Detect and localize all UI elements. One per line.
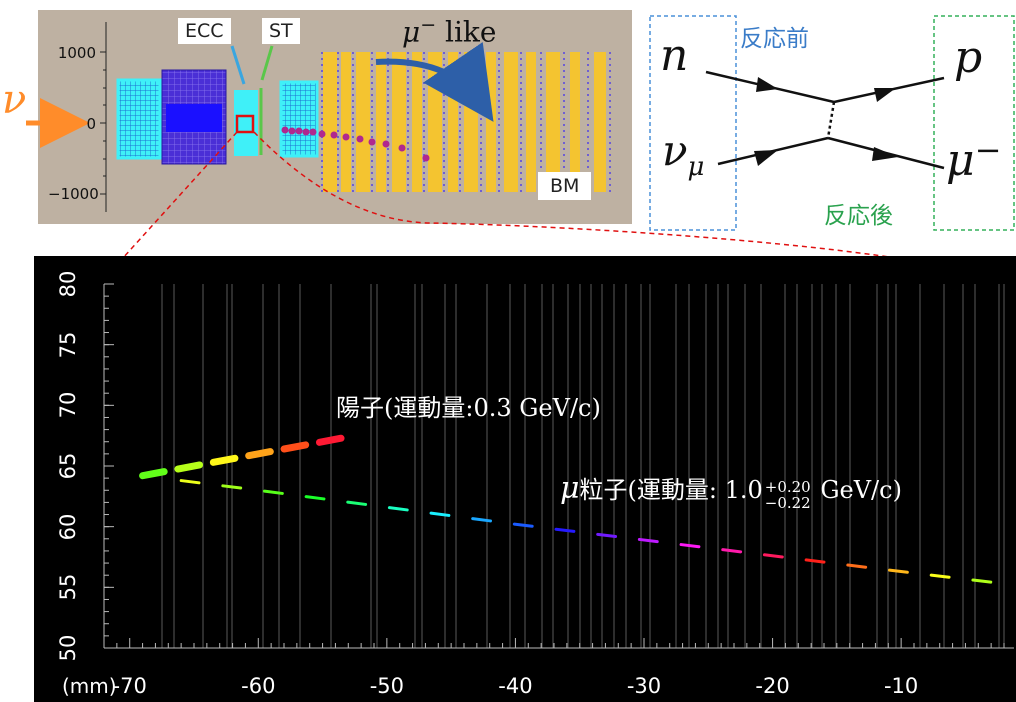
muon-track-segment — [846, 563, 868, 569]
event-y-tick-label: 50 — [56, 634, 80, 662]
neutron-label: n — [660, 30, 689, 81]
muon-symbol: μ — [946, 135, 975, 186]
muon-track-segment — [971, 578, 993, 584]
event-x-tick-label: -20 — [755, 674, 790, 698]
muon-annotation-symbol: μ — [560, 471, 580, 506]
proton-track-segment — [245, 448, 274, 460]
muon-track-segment — [262, 489, 284, 495]
after-label: 反応後 — [824, 203, 893, 229]
detector-y-tick-0: 0 — [86, 115, 96, 133]
proton-label: p — [954, 32, 983, 83]
muon-annotation: μ粒子(運動量: 1.0+0.20−0.22 GeV/c) — [560, 471, 902, 512]
muon-like-label: μ− like — [402, 16, 496, 46]
muon-track-segment — [471, 517, 493, 523]
event-y-tick-label: 70 — [56, 391, 80, 419]
proton-track — [139, 434, 345, 480]
muon-track-segment — [762, 553, 784, 559]
neutrino-flavor: μ — [687, 152, 705, 182]
upstream-module — [116, 78, 162, 160]
event-x-tick-label: -70 — [112, 674, 147, 698]
muon-track-segment — [887, 568, 909, 574]
muon-track-segment — [637, 537, 659, 544]
muon-annotation-unit: GeV/c) — [812, 476, 902, 504]
proton-track-segment — [174, 461, 204, 473]
muon-label: μ− — [946, 134, 1001, 183]
muon-like-text: like — [436, 15, 497, 49]
muon-track-hits — [281, 126, 430, 162]
neutrino-label: νμ — [662, 130, 705, 182]
proton-track-segment — [280, 441, 310, 453]
muon-like-symbol: μ — [402, 15, 421, 49]
muon-error-minus: −0.22 — [764, 494, 811, 512]
detector-y-tick-1000: 1000 — [57, 44, 96, 62]
event-y-tick-label: 75 — [56, 331, 80, 359]
before-box — [649, 15, 737, 231]
emulsion-plate-lines — [161, 284, 1005, 648]
muon-track-segment — [429, 511, 451, 517]
muon-momentum-error: +0.20−0.22 — [765, 479, 811, 511]
event-x-tick-label: -10 — [883, 674, 919, 698]
event-x-tick-label: -50 — [369, 674, 404, 698]
muon-track-segment — [804, 558, 826, 564]
muon-direction-arrow — [375, 42, 494, 122]
event-x-tick-label: -40 — [498, 674, 533, 698]
muon-track-segment — [387, 506, 409, 512]
neutrino-symbol: ν — [662, 126, 688, 175]
muon-error-plus: +0.20 — [764, 478, 811, 496]
proton-annotation: 陽子(運動量:0.3 GeV/c) — [336, 394, 601, 422]
muon-track-segment — [179, 479, 201, 485]
detector-y-tick-minus1000: −1000 — [48, 185, 99, 203]
downstream-module — [279, 80, 319, 158]
proton-track-segment — [139, 468, 168, 480]
st-label: ST — [262, 18, 300, 44]
muon-track — [179, 479, 993, 584]
before-label: 反応前 — [740, 26, 809, 52]
event-y-tick-label: 80 — [56, 270, 80, 298]
event-y-tick-label: 60 — [56, 513, 80, 541]
event-x-tick-label: -30 — [626, 674, 662, 698]
event-display — [34, 256, 1016, 702]
muon-annotation-text: 粒子(運動量: 1.0 — [579, 476, 763, 504]
feynman-diagram — [649, 15, 1015, 231]
event-x-axis-ticks — [103, 638, 1005, 648]
target-core — [166, 104, 222, 132]
bm-label: BM — [538, 172, 592, 200]
proton-track-segment — [315, 434, 345, 446]
event-y-tick-label: 55 — [56, 573, 80, 601]
beam-label: ν — [2, 77, 27, 123]
muon-like-charge: − — [420, 14, 437, 36]
muon-track-segment — [721, 548, 743, 554]
ecc-vertex-box — [235, 114, 255, 134]
feynman-arrowheads — [754, 77, 898, 166]
detector-panel — [26, 10, 632, 224]
muon-charge: − — [974, 131, 1002, 169]
muon-track-segment — [554, 527, 576, 533]
muon-track-segment — [929, 573, 951, 579]
muon-track-segment — [679, 543, 701, 549]
st-callout-arrow — [260, 45, 274, 81]
muon-track-segment — [512, 522, 534, 528]
w-boson-line — [826, 101, 836, 139]
muon-track-segment — [346, 500, 368, 506]
muon-track-segment — [304, 495, 326, 501]
muon-track-segment — [596, 532, 618, 539]
event-y-tick-label: 65 — [56, 452, 80, 480]
event-x-tick-label: -60 — [241, 674, 276, 698]
zoom-line-left — [102, 131, 238, 281]
x-unit-label: (mm) — [62, 674, 117, 698]
ecc-label: ECC — [178, 18, 231, 44]
event-y-axis-ticks — [104, 283, 114, 649]
detector-y-axis-ticks — [100, 51, 106, 195]
ecc-callout-arrow — [230, 45, 246, 85]
muon-track-segment — [221, 484, 243, 490]
proton-track-segment — [209, 454, 239, 466]
